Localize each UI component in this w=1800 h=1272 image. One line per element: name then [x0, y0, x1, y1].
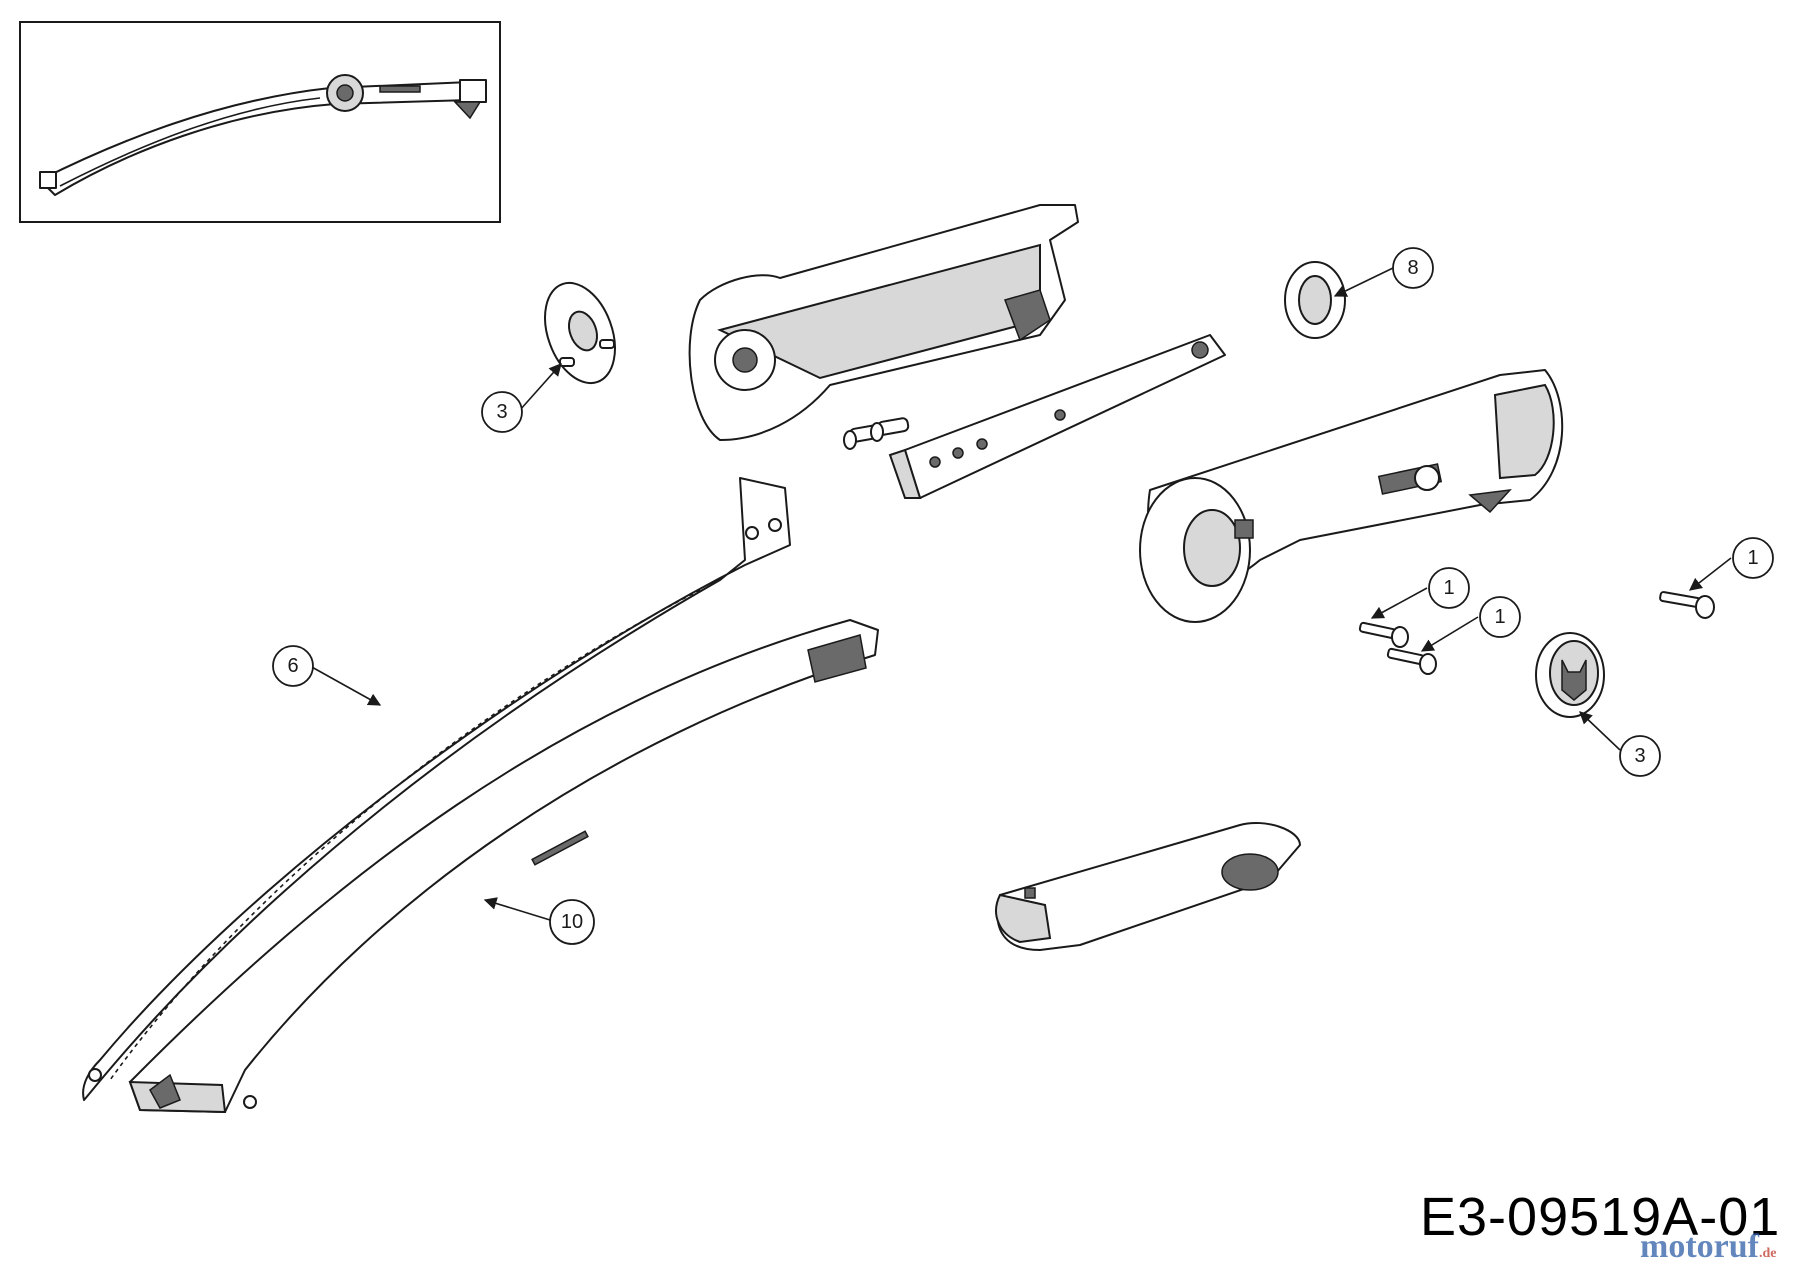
- callout-10: 10: [549, 899, 595, 945]
- saw-blade: [82, 477, 791, 1101]
- callout-8: 8: [1392, 247, 1434, 289]
- screws: [1358, 591, 1715, 675]
- callout-label: 6: [287, 655, 298, 677]
- emblem-cap: [1535, 632, 1605, 718]
- grip-piece: [995, 821, 1301, 951]
- callout-label: 3: [1634, 745, 1645, 767]
- blade-holder: [128, 619, 879, 1114]
- callout-1-c: 1: [1732, 537, 1774, 579]
- watermark-name: motoruf: [1640, 1228, 1759, 1265]
- upper-housing-shell: [688, 204, 1079, 441]
- connecting-bar: [888, 334, 1226, 499]
- locking-ring: [1284, 261, 1346, 339]
- callout-1-b: 1: [1479, 596, 1521, 638]
- handle-housing: [1139, 369, 1564, 623]
- callout-3-a: 3: [481, 391, 523, 433]
- callout-6: 6: [272, 645, 314, 687]
- callout-1-a: 1: [1428, 567, 1470, 609]
- callout-label: 3: [496, 401, 507, 423]
- watermark-suffix: .de: [1758, 1246, 1777, 1261]
- callout-label: 8: [1407, 257, 1418, 279]
- callout-3-b: 3: [1619, 735, 1661, 777]
- drawing-number: E3-09519A-01: [1420, 1187, 1781, 1247]
- overview-inset: [19, 21, 501, 223]
- callout-label: 1: [1747, 547, 1758, 569]
- leader-lines: [309, 267, 1732, 921]
- washer-plate-top: [544, 281, 616, 385]
- callout-label: 1: [1443, 577, 1454, 599]
- watermark-logo: motoruf.de: [1640, 1228, 1776, 1266]
- callout-label: 10: [561, 911, 583, 933]
- pins: [843, 417, 910, 450]
- callout-label: 1: [1494, 606, 1505, 628]
